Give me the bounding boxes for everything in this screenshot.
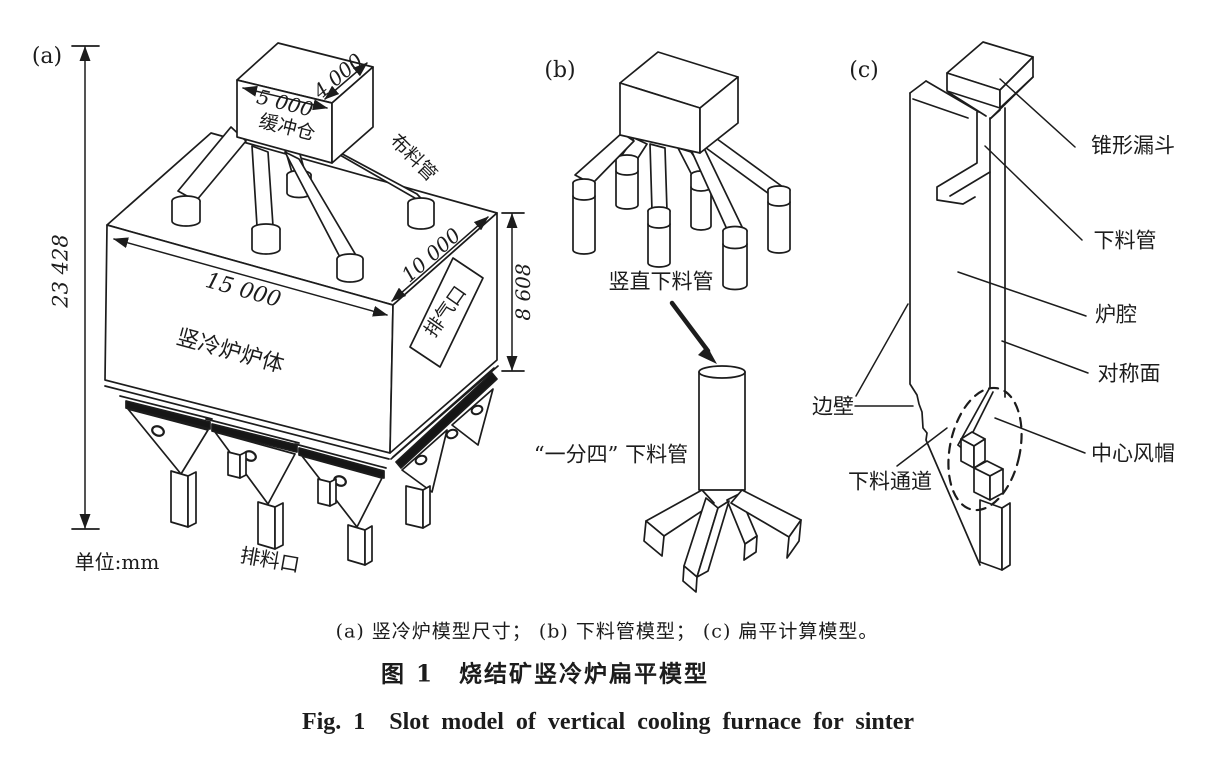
discharge-hoppers [119,367,498,566]
internal-downpipe [936,111,991,205]
split-downpipe [643,365,802,593]
total-height-dim: 23 428 [48,234,73,308]
vertical-downpipes [572,132,791,291]
symmetry-plane-edges [989,107,1006,398]
leader-lines [854,78,1089,467]
center-windcap [947,386,1023,571]
header-box [619,51,739,154]
chamber-label: 炉腔 [1095,302,1137,327]
panel-a-tag: (a) [31,44,63,69]
furnace-dimensions [113,212,525,372]
total-height-dimension [71,45,100,530]
figure-title-en: Fig. 1 Slot model of vertical cooling fu… [301,709,915,735]
downpipe-label: 下料管 [1093,228,1157,253]
center-windcap-label: 中心风帽 [1091,441,1175,466]
feed-channel-label: 下料通道 [848,469,932,494]
panel-c-drawing [854,41,1089,571]
panel-b-drawing [572,51,802,593]
down-arrow [669,300,717,364]
conical-funnel-label: 锥形漏斗 [1091,133,1175,158]
subcaption: (a) 竖冷炉模型尺寸； (b) 下料管模型； (c) 扁平计算模型。 [335,620,879,643]
split-downpipe-label: “一分四” 下料管 [533,442,689,467]
buffer-bin-box [236,42,374,164]
symmetry-plane-label: 对称面 [1097,361,1161,386]
furnace-height-dim: 8 608 [511,263,535,321]
exhaust-port-frame [409,257,484,368]
unit-label: 单位:mm [74,550,160,574]
panel-a-drawing [71,42,525,566]
side-wall-label: 边壁 [812,394,854,419]
vertical-downpipe-label: 竖直下料管 [608,269,714,294]
panel-b-tag: (b) [544,58,576,83]
panel-c-tag: (c) [849,58,879,83]
conical-funnel [946,41,1034,120]
figure-title-zh: 图 1 烧结矿竖冷炉扁平模型 [380,660,710,688]
